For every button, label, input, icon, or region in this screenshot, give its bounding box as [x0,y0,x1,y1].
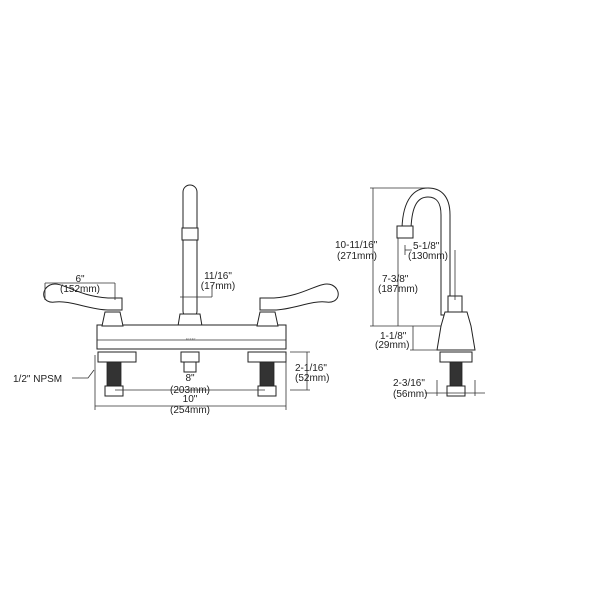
spout-reach-mm: (130mm) [408,251,448,262]
overall-width-mm: (254mm) [170,405,210,416]
side-shank [449,361,463,387]
left-shank [106,361,122,387]
shank-height-in: 2-1/16" [295,363,327,374]
right-handle-lever [259,283,339,311]
shank-height-mm: (52mm) [295,373,329,384]
overall-width-in: 10" [183,394,198,405]
overall-height-in: 10-11/16" [335,240,378,251]
spout-diameter-mm: (17mm) [201,281,235,292]
spout-clearance-in: 7-3/8" [382,274,409,285]
overall-height-mm: (271mm) [337,251,377,262]
side-view-labels: 10-11/16" (271mm) 5-1/8" (130mm) 7-3/8" … [335,240,448,400]
front-view-labels: 6" (152mm) 11/16" (17mm) 2-1/16" (52mm) … [13,271,329,416]
side-view [370,187,485,397]
base-depth-in: 2-3/16" [393,378,425,389]
centers-in: 8" [185,373,195,384]
spout-base [177,313,203,327]
right-handle-base [256,311,279,327]
right-shank [259,361,275,387]
left-handle-base [101,311,124,327]
thread-label: 1/2" NPSM [13,374,62,385]
spout-collar [181,227,199,241]
centers-mm: (203mm) [170,385,210,396]
base-height-in: 1-1/8" [380,331,407,342]
spout-nozzle [396,225,414,239]
left-handle-lever [43,283,123,311]
base-depth-mm: (56mm) [393,389,427,400]
handle-length-mm: (152mm) [60,284,100,295]
spout-clearance-mm: (187mm) [378,284,418,295]
center-nut [183,361,197,373]
faucet-body [96,324,287,350]
base-height-mm: (29mm) [375,340,409,351]
side-base [436,311,476,351]
spout-diameter-in: 11/16" [204,271,232,282]
front-view: ELKAY [43,184,339,410]
spout-reach-in: 5-1/8" [413,241,440,252]
spout-tube [182,184,198,319]
logo: ELKAY [186,337,195,341]
handle-length-in: 6" [75,274,85,285]
